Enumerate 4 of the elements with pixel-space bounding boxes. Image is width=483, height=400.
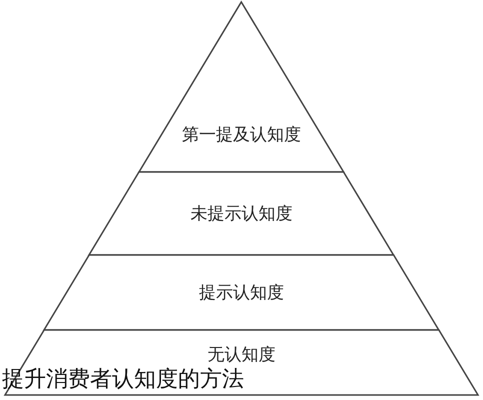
- tier-label: 第一提及认知度: [182, 124, 301, 145]
- tier-label: 未提示认知度: [190, 204, 292, 224]
- tier-label: 无认知度: [208, 344, 276, 365]
- tier-label: 提示认知度: [198, 282, 284, 302]
